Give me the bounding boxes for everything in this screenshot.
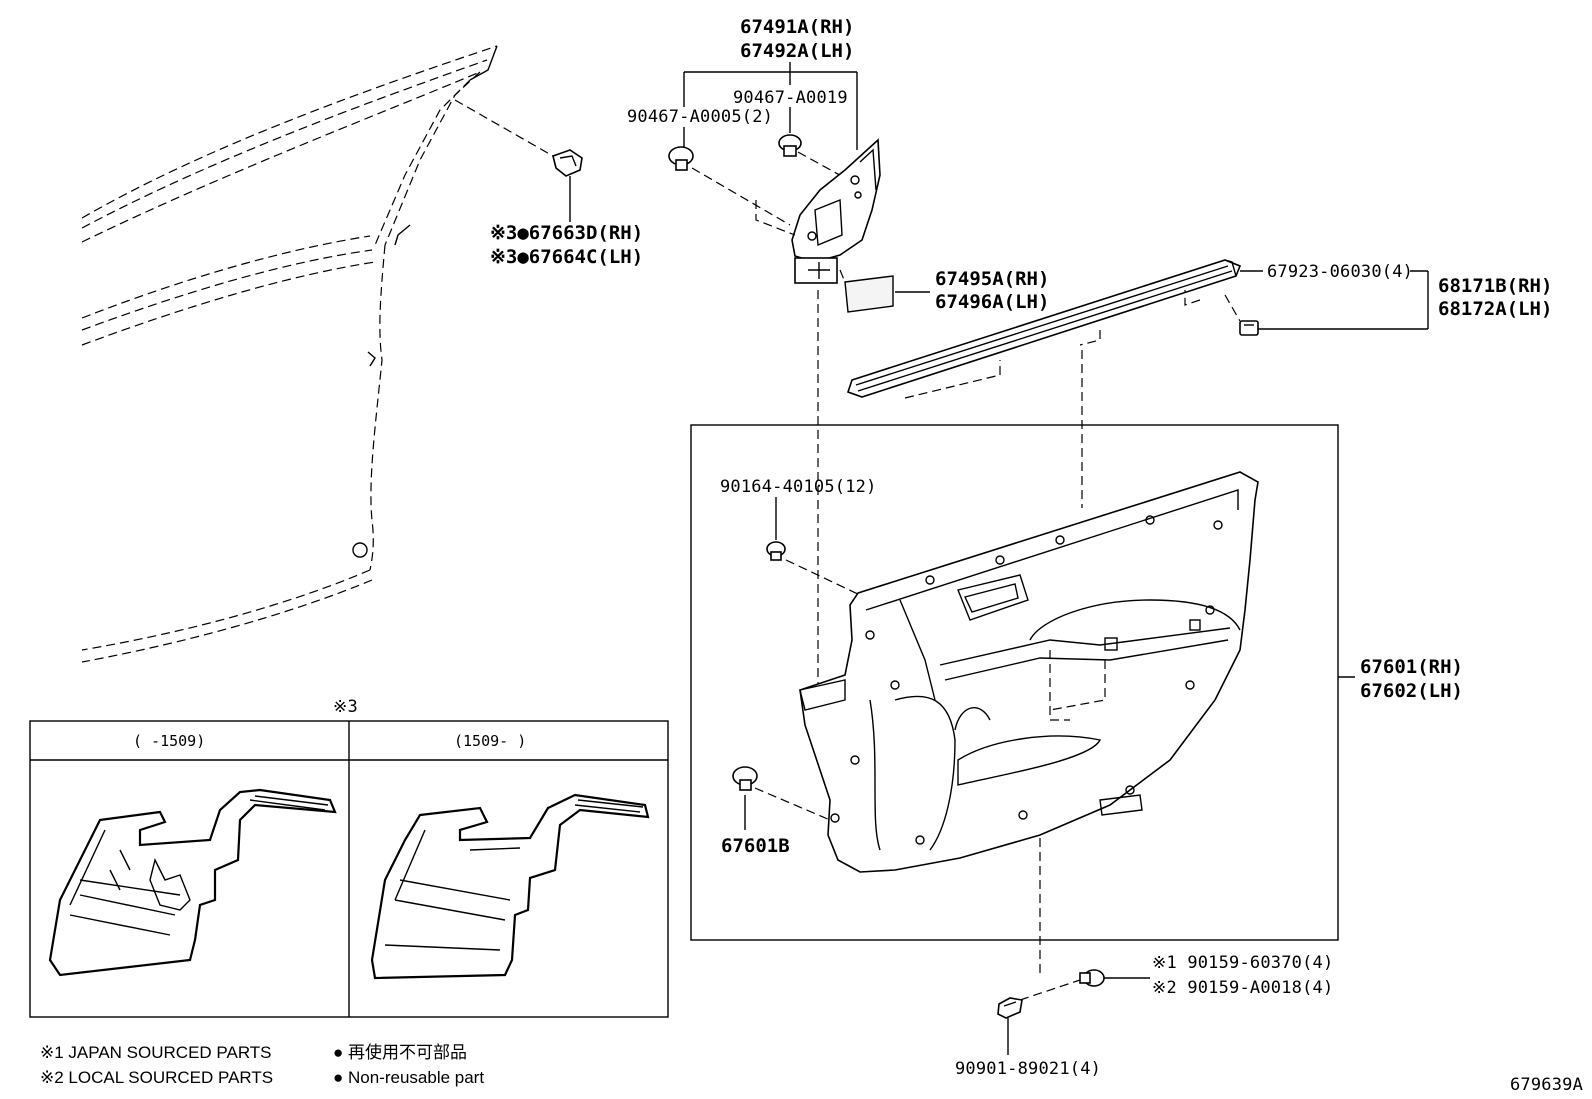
label-67495a: 67495A(RH) — [935, 268, 1049, 290]
label-67923: 67923-06030(4) — [1267, 262, 1413, 282]
leader-67491a — [683, 62, 858, 150]
label-90159-a0018: ※2 90159-A0018(4) — [1152, 978, 1333, 998]
label-90164: 90164-40105(12) — [720, 477, 877, 497]
label-67602: 67602(LH) — [1360, 680, 1463, 702]
legend-local-sourced: ※2 LOCAL SOURCED PARTS — [40, 1068, 273, 1087]
door-frame-outline — [81, 45, 498, 663]
label-67492a: 67492A(LH) — [740, 40, 854, 62]
label-90159-60370: ※1 90159-60370(4) — [1152, 953, 1333, 973]
label-67491a: 67491A(RH) — [740, 16, 854, 38]
leader-68171b — [1258, 270, 1429, 330]
clip-67601b-icon — [732, 766, 758, 791]
inset-old-clip-part — [48, 788, 337, 977]
diagram-id: 679639A — [1510, 1075, 1583, 1095]
screw-90164-icon — [766, 541, 786, 561]
clip-67923-icon — [1239, 320, 1259, 336]
legend-japan-sourced: ※1 JAPAN SOURCED PARTS — [40, 1043, 272, 1062]
label-90467-a0005: 90467-A0005(2) — [627, 107, 773, 127]
inset-right-header: (1509- ) — [454, 732, 526, 750]
pad-67495a-part — [844, 275, 930, 313]
inset-new-clip-part — [370, 793, 650, 980]
belt-moulding-68171b-part — [846, 259, 1242, 398]
label-67664c: ※3●67664C(LH) — [490, 246, 643, 268]
clip-90467-a0019-icon — [778, 134, 802, 157]
door-trim-panel-67601-part — [799, 471, 1259, 873]
label-67601: 67601(RH) — [1360, 656, 1463, 678]
clip-90901-icon — [997, 997, 1023, 1019]
label-67496a: 67496A(LH) — [935, 291, 1049, 313]
screw-90159-icon — [1079, 969, 1105, 987]
mirror-base-67491a-part — [791, 138, 881, 284]
door-trim-group-box — [690, 424, 1339, 941]
label-90467-a0019: 90467-A0019 — [733, 88, 848, 108]
label-67601b: 67601B — [721, 835, 790, 857]
label-68171b: 68171B(RH) — [1438, 275, 1552, 297]
label-68172a: 68172A(LH) — [1438, 298, 1552, 320]
legend-non-reusable-en: ● Non-reusable part — [333, 1068, 484, 1087]
inset-table — [29, 720, 669, 1018]
legend-non-reusable-jp: ● 再使用不可部品 — [333, 1042, 467, 1062]
inset-left-header: ( -1509) — [133, 732, 205, 750]
clip-67663d-part — [454, 99, 583, 222]
clip-90467-a0005-icon — [668, 146, 694, 171]
label-67663d: ※3●67663D(RH) — [490, 222, 643, 244]
inset-note: ※3 — [333, 697, 358, 717]
label-90901: 90901-89021(4) — [955, 1059, 1101, 1079]
